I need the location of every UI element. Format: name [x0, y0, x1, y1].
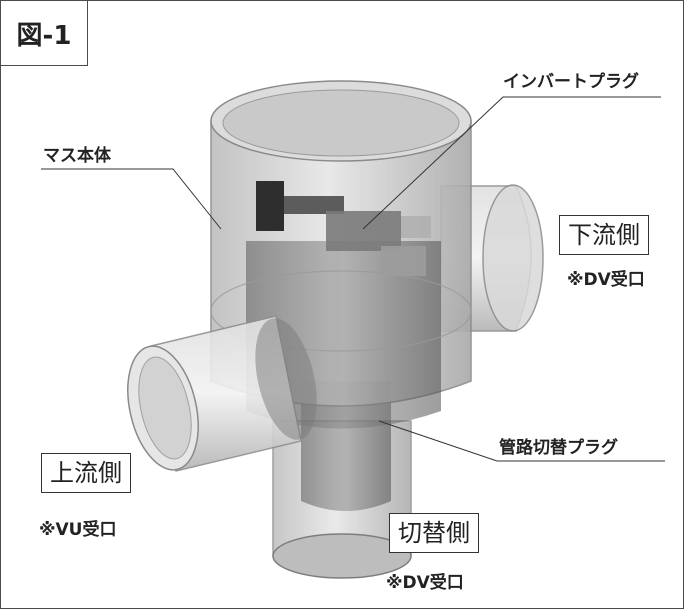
- switch-note: ※DV受口: [386, 573, 464, 593]
- switch-pipe: [272, 381, 412, 579]
- callout-invert-plug: インバートプラグ: [503, 72, 639, 92]
- upstream-label: 上流側: [41, 453, 131, 493]
- invert-plug-shape: [256, 181, 431, 276]
- upstream-pipe: [127, 315, 317, 472]
- callout-switch-plug: 管路切替プラグ: [499, 438, 618, 458]
- upstream-note: ※VU受口: [39, 520, 117, 540]
- leader-switch-plug: [378, 420, 665, 462]
- switch-label: 切替側: [389, 513, 479, 553]
- figure-tag: 図-1: [1, 1, 88, 66]
- downstream-note: ※DV受口: [567, 270, 645, 290]
- leader-lines: [41, 96, 665, 462]
- leader-invert-plug: [362, 96, 661, 230]
- downstream-label: 下流側: [559, 215, 649, 255]
- leader-body: [41, 168, 222, 230]
- callout-body: マス本体: [43, 146, 111, 166]
